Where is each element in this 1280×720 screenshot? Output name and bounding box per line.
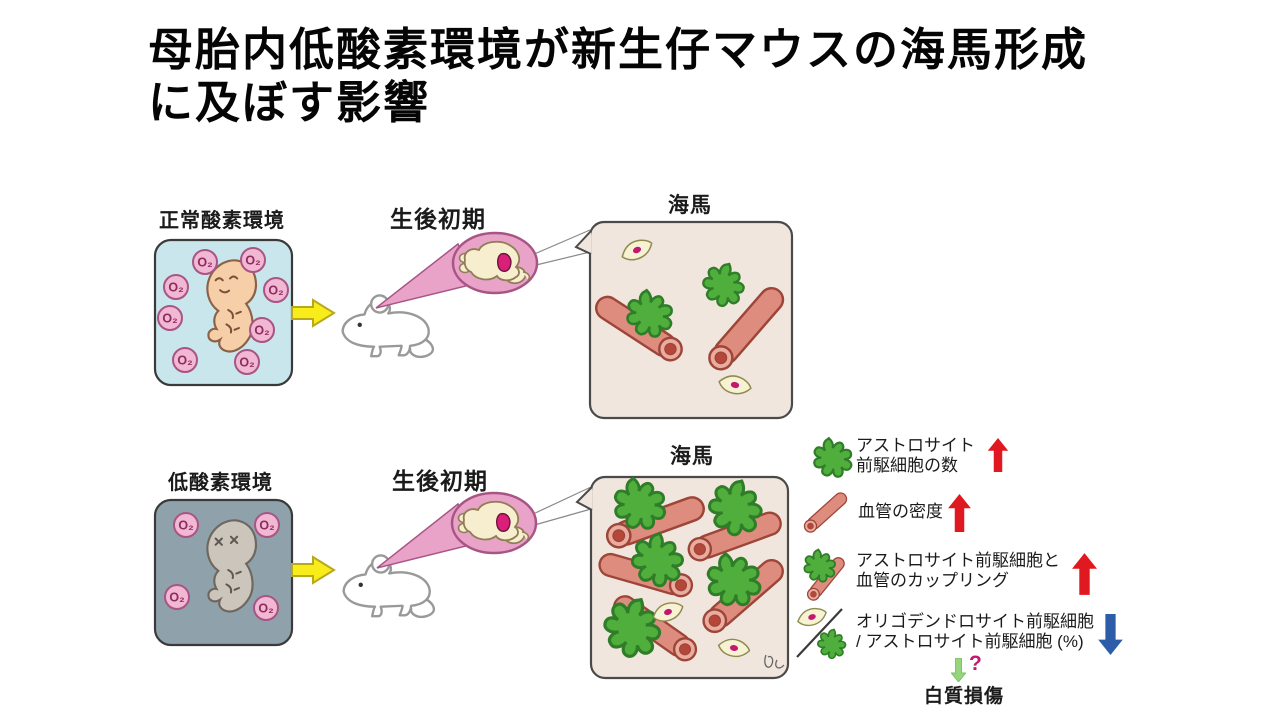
legend-item-3-line-1: アストロサイト前駆細胞と xyxy=(856,551,1060,570)
uncertainty-question-mark: ? xyxy=(969,652,982,675)
o2-molecule: O₂ xyxy=(249,317,275,343)
white-matter-damage-label: 白質損傷 xyxy=(924,686,1005,707)
hypoxia-label: 低酸素環境 xyxy=(168,472,273,494)
hippocampus-box-top xyxy=(574,220,794,420)
transition-arrow-top xyxy=(291,299,335,327)
legend-item-4-line-2: / アストロサイト前駆細胞 (%) xyxy=(856,632,1084,651)
fetus-happy-face xyxy=(214,275,242,334)
o2-label: O₂ xyxy=(259,519,274,533)
o2-label: O₂ xyxy=(268,284,283,298)
o2-molecule: O₂ xyxy=(163,274,189,300)
o2-molecule: O₂ xyxy=(173,512,199,538)
o2-label: O₂ xyxy=(162,312,177,326)
hippocampus-box-bottom xyxy=(575,470,790,680)
legend-item-1-line-2: 前駆細胞の数 xyxy=(856,456,958,475)
o2-molecule: O₂ xyxy=(192,249,218,275)
hippocampus-label-top: 海馬 xyxy=(668,194,712,217)
outcome-down-arrow-icon xyxy=(951,658,966,682)
brain-callout-top xyxy=(375,229,591,309)
o2-label: O₂ xyxy=(168,281,183,295)
o2-label: O₂ xyxy=(169,591,184,605)
up-arrow-icon xyxy=(1072,553,1097,595)
up-arrow-icon xyxy=(987,438,1009,472)
o2-label: O₂ xyxy=(258,602,273,616)
o2-label: O₂ xyxy=(197,256,212,270)
hypoxia-womb-box: O₂ O₂ O₂ O₂ xyxy=(153,498,294,647)
o2-molecule: O₂ xyxy=(254,512,280,538)
legend-item-3-line-2: 血管のカップリング xyxy=(856,571,1009,590)
legend-item-4-line-1: オリゴデンドロサイト前駆細胞 xyxy=(856,612,1094,631)
o2-label: O₂ xyxy=(254,324,269,338)
postnatal-label-bottom: 生後初期 xyxy=(392,468,488,494)
legend-item-1-line-1: アストロサイト xyxy=(856,436,975,455)
title-line-1: 母胎内低酸素環境が新生仔マウスの海馬形成 xyxy=(148,24,1089,75)
opc-astrocyte-ratio-icon xyxy=(794,604,849,661)
o2-label: O₂ xyxy=(239,356,254,370)
o2-molecule: O₂ xyxy=(234,349,260,375)
normoxia-label: 正常酸素環境 xyxy=(159,210,285,232)
hippocampus-label-bottom: 海馬 xyxy=(670,445,714,468)
fetus-hypoxia xyxy=(206,519,258,613)
blood-vessel-icon xyxy=(801,489,850,536)
o2-molecules-hypoxia: O₂ O₂ O₂ O₂ xyxy=(164,512,280,621)
down-arrow-icon xyxy=(1098,614,1123,655)
legend-item-2-line-1: 血管の密度 xyxy=(858,502,943,521)
o2-molecule: O₂ xyxy=(164,584,190,610)
up-arrow-icon xyxy=(948,494,971,532)
transition-arrow-bottom xyxy=(291,556,335,584)
astrocyte-vessel-coupling-icon xyxy=(801,547,848,602)
postnatal-label-top: 生後初期 xyxy=(390,206,486,232)
fetus-normoxia xyxy=(206,259,258,353)
o2-label: O₂ xyxy=(177,354,192,368)
astrocyte-icon xyxy=(810,434,856,480)
o2-molecule: O₂ xyxy=(240,247,266,273)
signature-mark xyxy=(764,654,785,669)
o2-label: O₂ xyxy=(245,254,260,268)
normoxia-womb-box: O₂ O₂ O₂ O₂ O₂ O₂ O₂ O₂ xyxy=(153,238,294,387)
title-line-2: に及ぼす影響 xyxy=(148,76,431,128)
o2-molecule: O₂ xyxy=(263,277,289,303)
brain-callout-bottom xyxy=(376,486,592,569)
o2-molecule: O₂ xyxy=(157,305,183,331)
o2-molecules-normoxia: O₂ O₂ O₂ O₂ O₂ O₂ O₂ O₂ xyxy=(157,247,289,375)
o2-molecule: O₂ xyxy=(172,347,198,373)
fetus-x-eyes xyxy=(214,535,242,594)
o2-label: O₂ xyxy=(178,519,193,533)
page-title: 母胎内低酸素環境が新生仔マウスの海馬形成 に及ぼす影響 xyxy=(148,24,1158,129)
o2-molecule: O₂ xyxy=(253,595,279,621)
